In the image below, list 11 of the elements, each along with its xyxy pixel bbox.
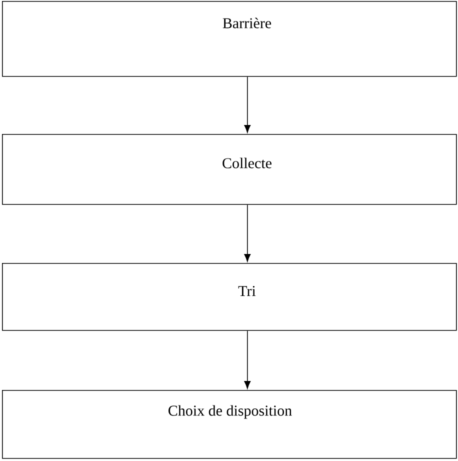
box-label: Tri <box>238 286 256 296</box>
process-box <box>2 263 457 331</box>
box-label: Barrière <box>222 18 272 28</box>
process-box <box>2 1 457 77</box>
arrow <box>244 204 251 262</box>
box-label: Collecte <box>222 158 272 168</box>
arrow <box>244 330 251 389</box>
process-box <box>2 390 457 459</box>
box-label: Choix de disposition <box>168 405 292 419</box>
arrow <box>244 76 251 133</box>
process-box <box>2 134 457 205</box>
